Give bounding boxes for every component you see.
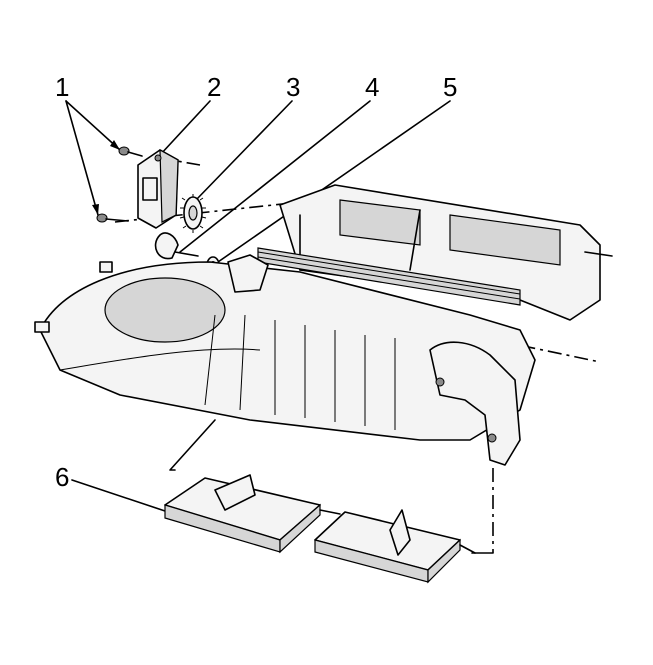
actuator-side bbox=[159, 148, 179, 223]
filter-door-right bbox=[314, 509, 476, 584]
door-right-fin bbox=[389, 509, 411, 556]
callout-6: 6 bbox=[55, 462, 69, 492]
door-right-cable bbox=[459, 544, 476, 554]
actuator bbox=[137, 148, 179, 229]
screw-upper-shank bbox=[127, 151, 143, 157]
actuator-mount bbox=[227, 254, 269, 293]
rib-contour bbox=[59, 348, 261, 371]
bracket-hole-2 bbox=[487, 433, 497, 443]
tube-stub bbox=[584, 251, 613, 257]
gear-teeth bbox=[179, 194, 207, 233]
hvac-housing bbox=[34, 184, 613, 466]
housing-upper-divider bbox=[409, 209, 421, 271]
heater-core-line-1 bbox=[257, 251, 521, 295]
gear-hub bbox=[188, 205, 198, 221]
door-left-side bbox=[279, 503, 321, 554]
blower-opening bbox=[104, 277, 226, 343]
arrowhead-1b bbox=[92, 204, 99, 215]
screw-upper bbox=[118, 146, 143, 157]
mount-tab-left bbox=[34, 321, 50, 333]
lever-arm bbox=[154, 232, 179, 260]
leader-3 bbox=[195, 100, 293, 201]
housing-end-bracket bbox=[429, 341, 521, 466]
lever bbox=[154, 232, 199, 260]
door-left-flap bbox=[214, 474, 256, 511]
callout-3: 3 bbox=[286, 72, 300, 102]
housing-ribs bbox=[59, 314, 396, 430]
align-line-6 bbox=[169, 419, 216, 471]
leader-4 bbox=[179, 100, 371, 253]
filter-door-left bbox=[164, 474, 341, 554]
leader-2 bbox=[159, 100, 211, 156]
housing-upper-cell-2 bbox=[449, 214, 561, 266]
screw-lower-head bbox=[96, 213, 108, 223]
callout-5: 5 bbox=[443, 72, 457, 102]
actuator-tab bbox=[154, 154, 162, 162]
housing-upper-cell-1 bbox=[339, 199, 421, 246]
arrowhead-1a bbox=[110, 140, 120, 150]
rib-2 bbox=[239, 314, 246, 411]
align-line-right bbox=[494, 339, 601, 363]
screw-upper-head bbox=[118, 146, 130, 156]
leader-1a bbox=[65, 100, 121, 151]
leader-lines bbox=[65, 100, 451, 513]
mount-tab-top bbox=[99, 261, 113, 273]
screw-lower-shank bbox=[105, 218, 129, 222]
leader-5 bbox=[217, 100, 451, 263]
lever-shaft bbox=[174, 251, 199, 257]
rib-1 bbox=[204, 314, 216, 406]
leader-6 bbox=[71, 479, 169, 513]
bracket-hole-1 bbox=[435, 377, 445, 387]
callout-2: 2 bbox=[207, 72, 221, 102]
actuator-connector bbox=[142, 177, 158, 201]
heater-core-line-2 bbox=[257, 256, 521, 300]
callout-1: 1 bbox=[55, 72, 69, 102]
callout-4: 4 bbox=[365, 72, 379, 102]
screw-lower bbox=[96, 213, 129, 223]
gear bbox=[179, 194, 207, 233]
door-right-side bbox=[427, 538, 461, 584]
door-left-cable bbox=[319, 509, 341, 515]
leader-1b bbox=[65, 100, 99, 216]
